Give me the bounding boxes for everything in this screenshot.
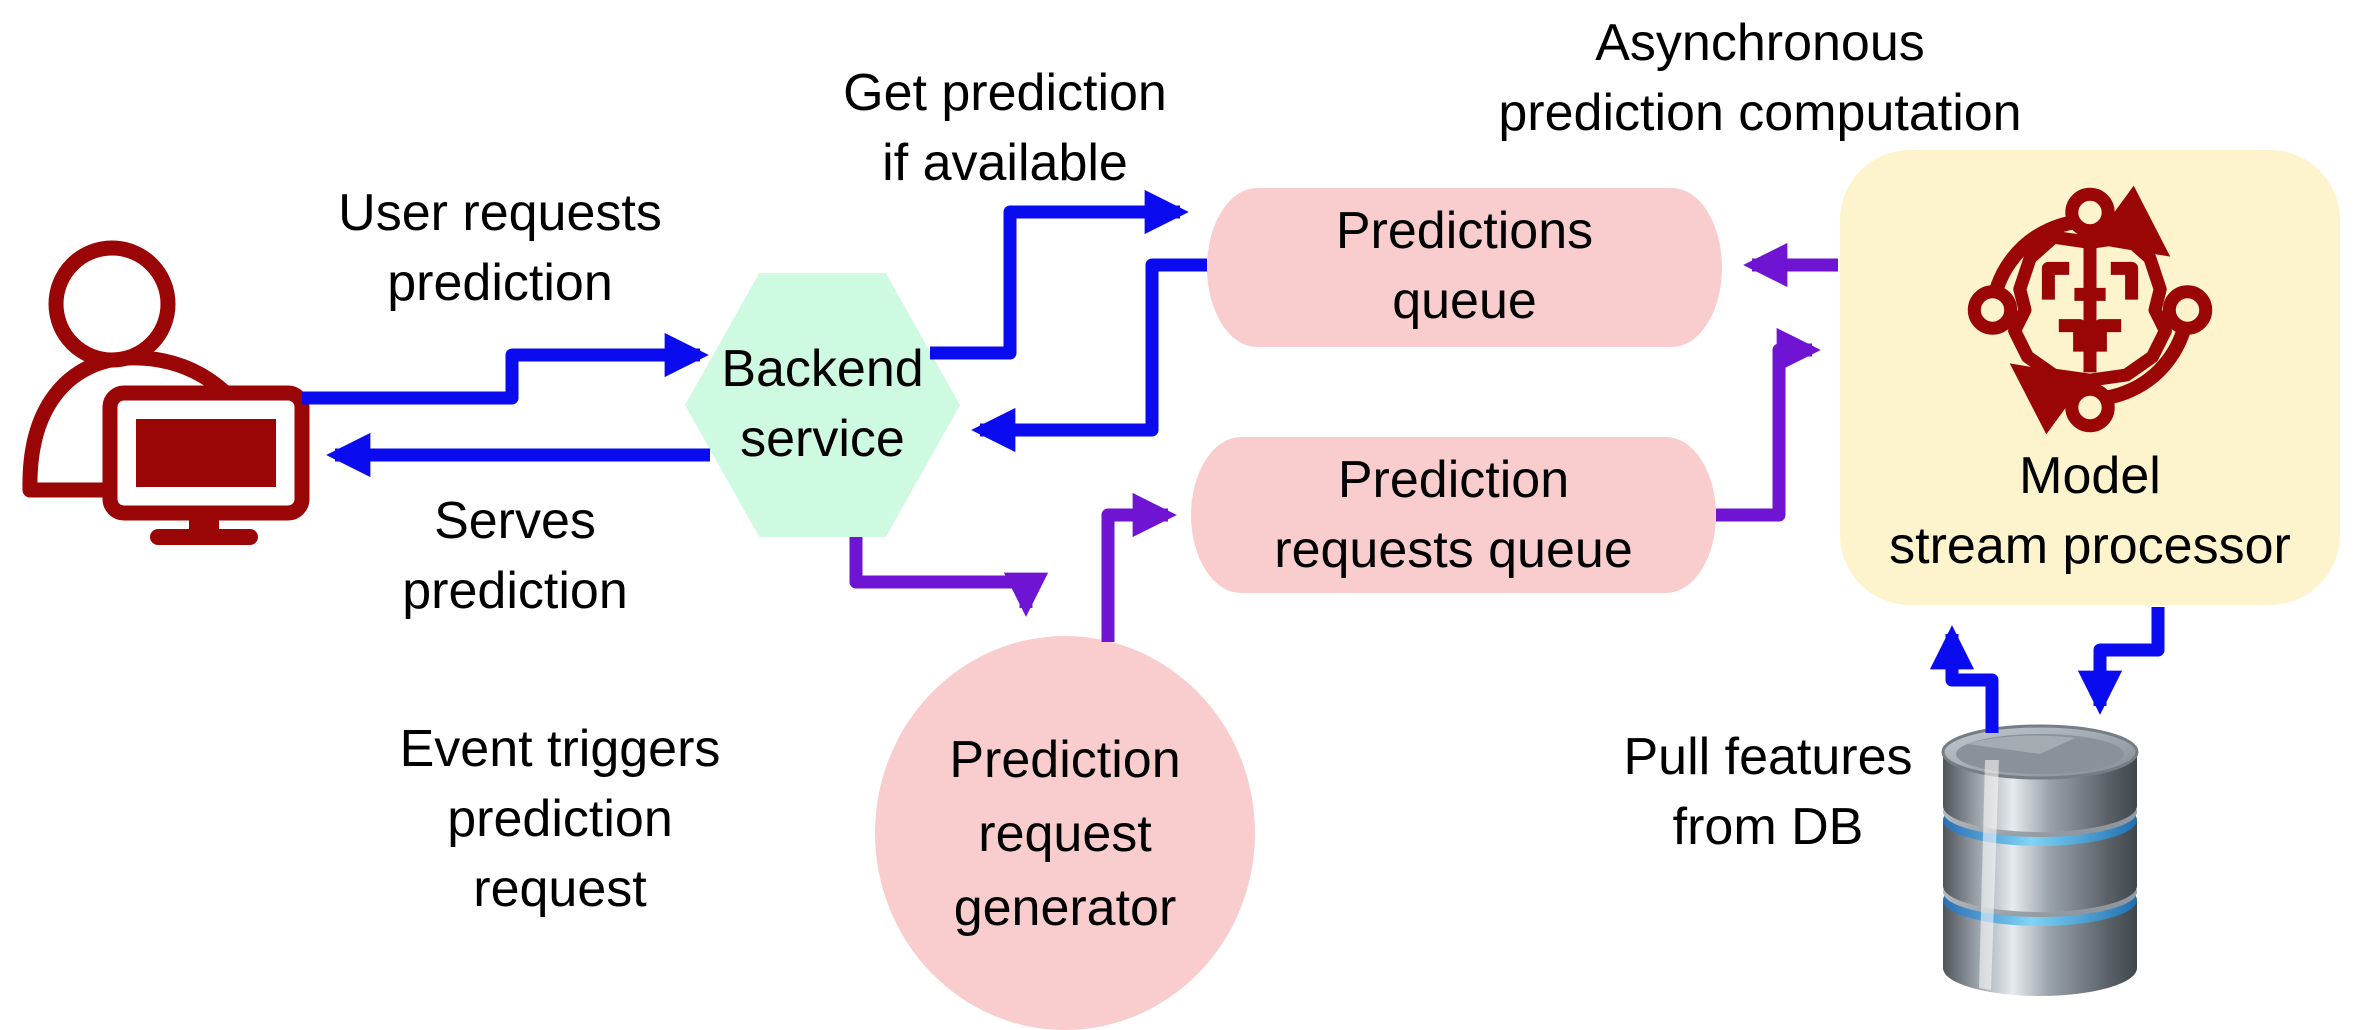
edge-generator-to-requests-queue: [1101, 492, 1177, 642]
model-stream-processor-label: Model stream processor: [1889, 447, 2291, 575]
prediction-request-generator-label: Prediction request generator: [949, 731, 1181, 937]
prediction-requests-queue-label: Prediction requests queue: [1274, 451, 1633, 579]
label-serves-prediction: Serves prediction: [402, 492, 628, 620]
user-icon: [22, 240, 310, 545]
backend-service-label: Backend service: [721, 340, 924, 468]
label-get-prediction: Get prediction if available: [843, 64, 1167, 192]
edge-backend-to-predictions-queue: [930, 189, 1189, 360]
edge-db-to-model: [1929, 625, 1999, 733]
monitor-icon: [102, 385, 310, 545]
label-pull-features: Pull features from DB: [1623, 728, 1913, 856]
predictions-queue-node: [1207, 188, 1722, 347]
label-event-triggers: Event triggers prediction request: [399, 720, 721, 918]
database-icon: [1941, 724, 2139, 996]
prediction-request-generator-node: [875, 636, 1255, 1030]
predictions-queue-label: Predictions queue: [1335, 202, 1594, 330]
edge-model-to-db: [2077, 607, 2165, 715]
edge-requests-queue-to-model: [1716, 327, 1821, 522]
edge-backend-to-generator: [849, 537, 1049, 617]
prediction-requests-queue-node: [1191, 437, 1716, 593]
title-async-computation: Asynchronous prediction computation: [1498, 14, 2022, 142]
edge-predictions-queue-to-backend: [971, 258, 1207, 453]
label-user-requests: User requests prediction: [338, 184, 662, 312]
edge-user-to-backend: [302, 332, 709, 405]
ml-brain-icon: [1967, 185, 2213, 435]
